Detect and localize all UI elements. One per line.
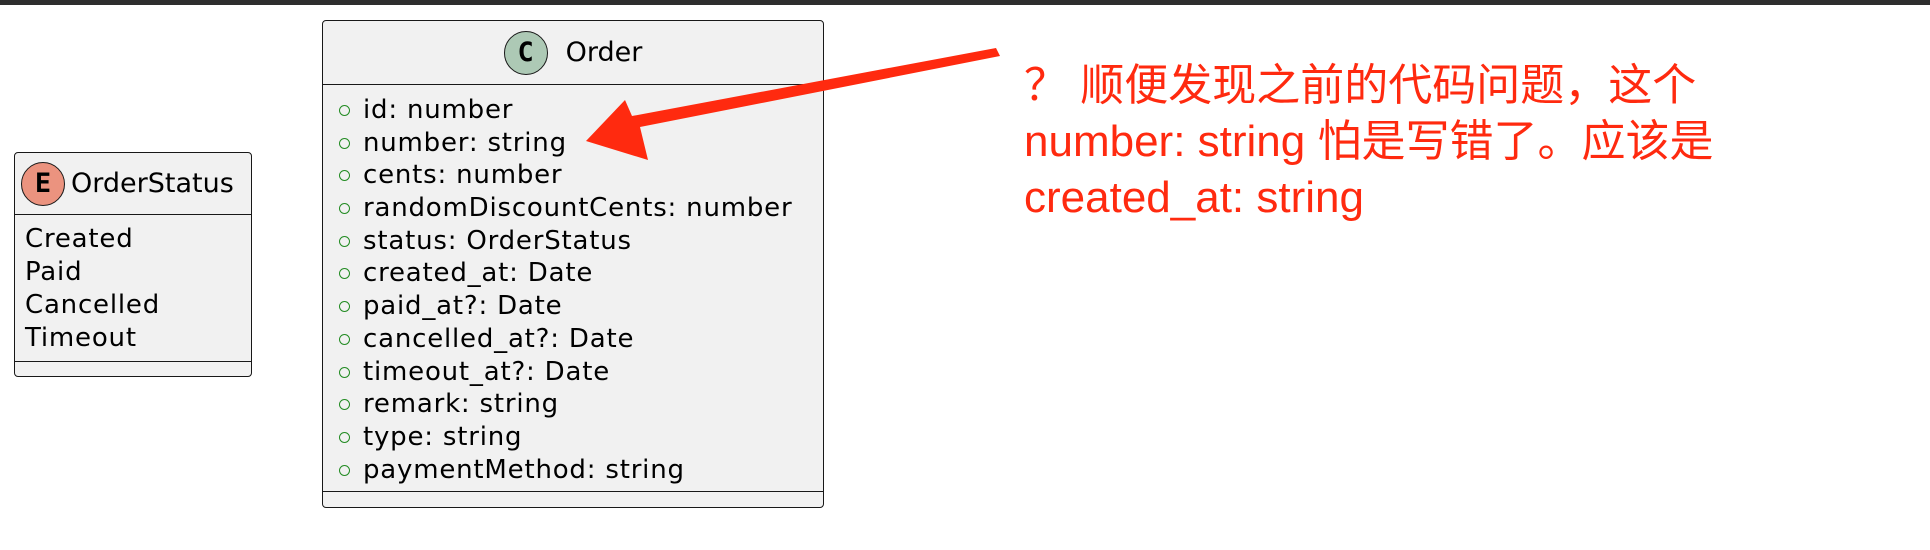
public-visibility-icon — [339, 301, 350, 313]
class-field: paid_at?: Date — [339, 290, 823, 323]
public-visibility-icon — [339, 333, 350, 345]
public-visibility-icon — [339, 105, 350, 116]
class-field: cancelled_at?: Date — [339, 323, 823, 356]
enum-value: Created — [25, 224, 134, 254]
class-field: created_at: Date — [339, 257, 823, 290]
top-border — [0, 0, 1930, 5]
public-visibility-icon — [339, 203, 350, 215]
class-title: Order — [565, 37, 643, 68]
class-field-text: paymentMethod: string — [363, 454, 685, 485]
order-status-enum: E OrderStatus Created Paid Cancelled Tim… — [14, 152, 252, 377]
class-field-text: cancelled_at?: Date — [363, 323, 635, 354]
enum-title: OrderStatus — [71, 168, 234, 199]
class-field: number: string — [339, 127, 823, 160]
class-field-text: type: string — [363, 421, 523, 452]
arrow-shape — [586, 48, 1000, 160]
class-fields: id: number number: string cents: number … — [323, 85, 823, 486]
class-field-text: status: OrderStatus — [363, 225, 632, 256]
class-field: randomDiscountCents: number — [339, 192, 823, 225]
class-field: remark: string — [339, 388, 823, 421]
class-field: paymentMethod: string — [339, 454, 823, 487]
class-field-text: cents: number — [363, 160, 563, 191]
class-field-text: remark: string — [363, 389, 559, 420]
class-field-text: number: string — [363, 127, 567, 158]
public-visibility-icon — [339, 366, 350, 378]
enum-values: Created Paid Cancelled Timeout — [15, 215, 251, 355]
enum-methods-divider — [15, 361, 251, 362]
public-visibility-icon — [339, 464, 350, 476]
class-field-text: id: number — [363, 95, 514, 125]
class-field-text: timeout_at?: Date — [363, 356, 611, 387]
class-field: timeout_at?: Date — [339, 356, 823, 389]
public-visibility-icon — [339, 170, 350, 182]
public-visibility-icon — [339, 268, 350, 280]
class-field: status: OrderStatus — [339, 225, 823, 258]
enum-value: Cancelled — [25, 290, 161, 320]
class-field: type: string — [339, 421, 823, 454]
annotation-line: created_at: string — [1024, 173, 1364, 222]
class-field-text: created_at: Date — [363, 258, 594, 289]
annotation-line: number: string 怕是写错了。应该是 — [1024, 117, 1714, 166]
annotation-note: ？ 顺便发现之前的代码问题，这个 number: string 怕是写错了。应该… — [1024, 58, 1784, 226]
enum-header: E OrderStatus — [15, 153, 251, 215]
public-visibility-icon — [339, 399, 350, 411]
enum-value: Timeout — [25, 323, 137, 353]
enum-value: Paid — [25, 257, 83, 287]
class-stereotype-icon: C — [503, 30, 548, 75]
class-field: id: number — [339, 94, 823, 127]
class-field: cents: number — [339, 159, 823, 192]
class-methods-divider — [323, 491, 823, 492]
class-field-text: paid_at?: Date — [363, 291, 563, 322]
public-visibility-icon — [339, 431, 350, 443]
enum-stereotype-icon: E — [21, 161, 65, 206]
public-visibility-icon — [339, 137, 350, 149]
class-field-text: randomDiscountCents: number — [363, 193, 793, 224]
class-header: C Order — [323, 21, 823, 85]
public-visibility-icon — [339, 235, 350, 247]
annotation-line: ？ 顺便发现之前的代码问题，这个 — [1024, 61, 1697, 110]
